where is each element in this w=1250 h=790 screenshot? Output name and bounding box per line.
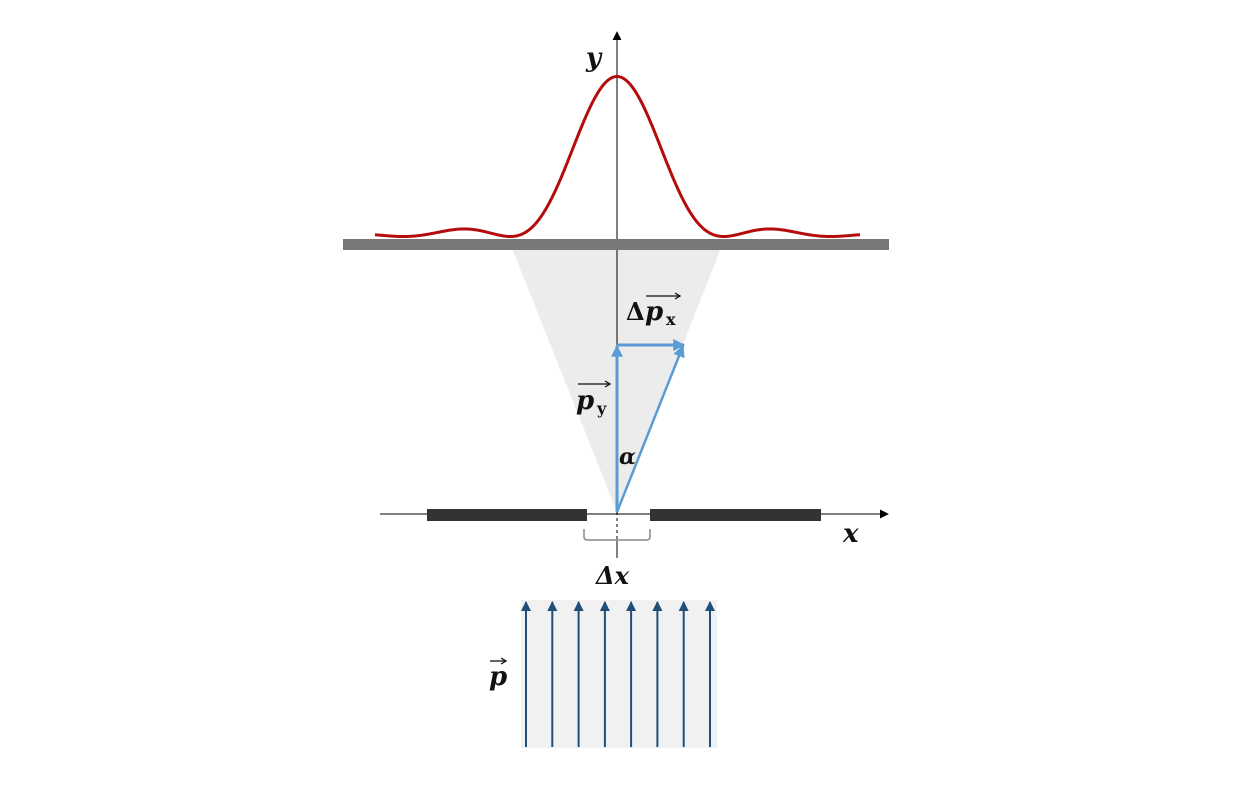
svg-text:x: x — [666, 310, 676, 329]
x-axis-label: x — [842, 519, 859, 549]
vector-p-resultant — [615, 344, 685, 513]
angle-label: α — [619, 444, 636, 470]
barrier-left — [427, 509, 587, 521]
incident-momentum-arrows — [521, 601, 715, 747]
slit-width-brace — [583, 529, 651, 541]
svg-text:Δ: Δ — [626, 297, 645, 326]
incident-momentum-label: p — [489, 657, 508, 692]
slit-width-label: Δx — [595, 561, 630, 590]
svg-text:p: p — [576, 386, 594, 416]
detection-screen — [343, 239, 889, 250]
delta-px-label: Δ p x — [626, 292, 682, 329]
diffraction-intensity-curve — [374, 74, 861, 239]
py-label: p y — [576, 380, 612, 418]
svg-text:p: p — [489, 662, 507, 692]
svg-text:y: y — [596, 399, 607, 418]
svg-text:p: p — [645, 297, 663, 327]
incident-beam-shade — [521, 600, 717, 748]
barrier-right — [650, 509, 821, 521]
y-axis-label: y — [585, 43, 603, 73]
